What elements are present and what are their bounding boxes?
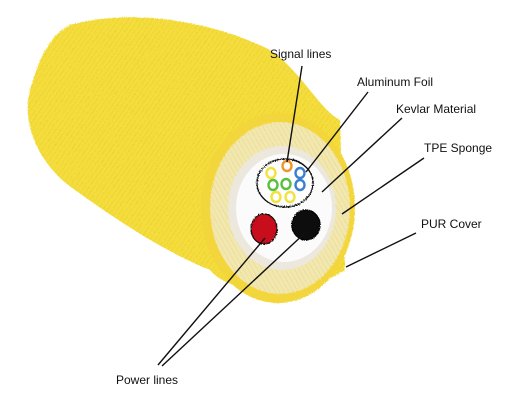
leader-tpe-sponge bbox=[342, 158, 424, 214]
power-line-black bbox=[292, 210, 320, 240]
label-pur-cover: PUR Cover bbox=[421, 217, 482, 231]
label-tpe-sponge: TPE Sponge bbox=[424, 141, 492, 155]
label-power-lines: Power lines bbox=[116, 373, 178, 387]
label-aluminum-foil: Aluminum Foil bbox=[357, 75, 433, 89]
leader-pur-cover bbox=[346, 233, 416, 267]
label-signal-lines: Signal lines bbox=[270, 47, 331, 61]
label-kevlar-material: Kevlar Material bbox=[396, 102, 476, 116]
